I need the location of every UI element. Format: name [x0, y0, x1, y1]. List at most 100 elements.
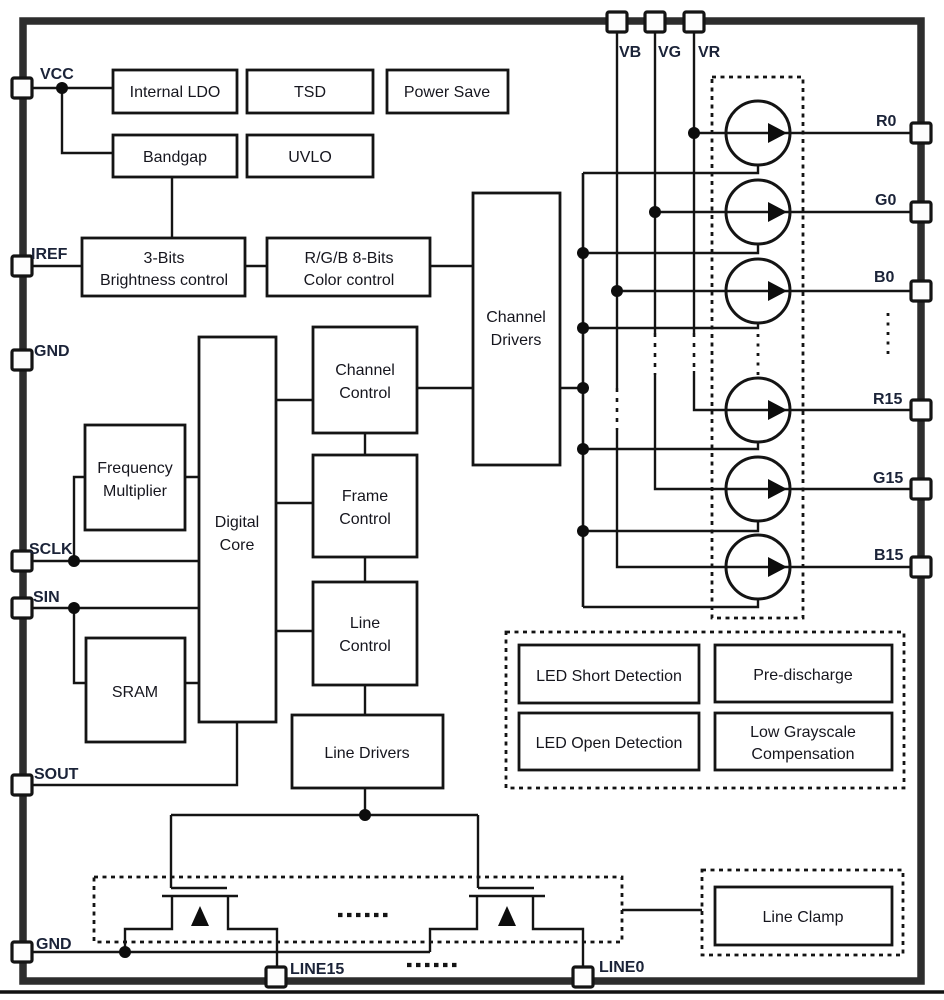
pin-sin	[10, 596, 34, 620]
block-channel-control-label-1: Channel	[335, 362, 395, 379]
block-brightness-control-label-1: 3-Bits	[144, 250, 185, 267]
current-source-g15-arrow	[768, 479, 787, 499]
current-source-r15-arrow	[768, 400, 787, 420]
current-source-r15-circle	[724, 376, 792, 444]
pin-r15	[909, 398, 933, 422]
pin-sin-label: SIN	[33, 589, 60, 606]
wire-vr-supply	[692, 32, 911, 412]
pin-vr	[682, 10, 706, 34]
pin-vg-label: VG	[658, 44, 681, 61]
junction-dot	[649, 206, 661, 218]
block-line-control-label-1: Line	[350, 615, 380, 632]
pin-b0-label: B0	[874, 269, 895, 286]
block-bandgap-label: Bandgap	[143, 149, 207, 166]
pin-g15-label: G15	[873, 470, 903, 487]
block-brightness-control-label-2: Brightness control	[100, 272, 228, 289]
mosfet-line15-body	[123, 815, 279, 967]
current-source-b15-circle	[724, 533, 792, 601]
pin-vcc	[10, 76, 34, 100]
pin-b15-label: B15	[874, 547, 903, 564]
block-led-short-detection-box	[517, 643, 701, 705]
wire-vb-supply	[615, 32, 911, 569]
junction-dot	[68, 555, 80, 567]
pin-gnd-bottom-label: GND	[36, 936, 72, 953]
block-led-open-detection-label: LED Open Detection	[536, 735, 683, 752]
block-digital-core-box	[197, 335, 278, 724]
mosfet-line0-body	[428, 815, 585, 967]
block-color-control-label-1: R/G/B 8-Bits	[305, 250, 394, 267]
current-sources	[724, 99, 792, 601]
junction-dot	[577, 247, 589, 259]
block-frame-control-box	[311, 453, 419, 559]
block-tsd-label: TSD	[294, 84, 326, 101]
junction-dot	[577, 525, 589, 537]
block-power-save-box	[385, 68, 510, 115]
current-source-g0	[724, 178, 792, 246]
wire-bus-feeds	[583, 165, 760, 609]
block-internal-ldo-label: Internal LDO	[130, 84, 221, 101]
pin-vcc-label: VCC	[40, 66, 74, 83]
block-channel-control-box	[311, 325, 419, 435]
current-source-r15	[724, 376, 792, 444]
pin-r0	[909, 121, 933, 145]
block-line-control-label-2: Control	[339, 638, 391, 655]
pin-g0-label: G0	[875, 192, 896, 209]
block-line-drivers-box	[290, 713, 445, 790]
block-pre-discharge-box	[713, 643, 894, 704]
pin-sclk-label: SCLK	[29, 541, 73, 558]
current-source-r0-arrow	[768, 123, 787, 143]
block-frame-control-label-1: Frame	[342, 488, 388, 505]
block-power-save-label: Power Save	[404, 84, 490, 101]
pin-labels: VCC IREF GND SCLK SIN SOUT GND VB VG VR …	[29, 44, 903, 978]
wire-vcc	[23, 86, 113, 155]
chip-outline	[19, 17, 925, 985]
junction-dot	[68, 602, 80, 614]
block-line-clamp-label: Line Clamp	[763, 909, 844, 926]
pin-gnd	[10, 348, 34, 372]
block-channel-control-label-2: Control	[339, 385, 391, 402]
current-source-g0-arrow	[768, 202, 787, 222]
block-frequency-multiplier-label-1: Frequency	[97, 460, 173, 477]
pin-vg	[643, 10, 667, 34]
block-bandgap-box	[111, 133, 239, 179]
block-low-grayscale-box	[713, 711, 894, 772]
block-sram-box	[84, 636, 187, 744]
junction-dot	[688, 127, 700, 139]
current-source-g15	[724, 455, 792, 523]
pin-line15-label: LINE15	[290, 961, 344, 978]
block-brightness-control-box	[80, 236, 247, 298]
junction-dot	[577, 322, 589, 334]
pin-iref-label: IREF	[31, 246, 68, 263]
current-source-g0-circle	[724, 178, 792, 246]
block-tsd-box	[245, 68, 375, 115]
block-uvlo-label: UVLO	[288, 149, 332, 166]
current-source-r0-circle	[724, 99, 792, 167]
mosfet-line15	[123, 815, 279, 967]
wire-sin-sram	[23, 606, 199, 685]
pin-line15	[264, 965, 288, 989]
pin-sclk	[10, 549, 34, 573]
pin-sout	[10, 773, 34, 797]
block-color-control-box	[265, 236, 432, 298]
features-dashed-box	[504, 630, 906, 790]
wire-vg-supply	[653, 32, 911, 491]
pin-b0	[909, 279, 933, 303]
block-channel-drivers-box	[471, 191, 562, 467]
junction-dot	[119, 946, 131, 958]
mosfet-line0-arrow	[498, 906, 516, 926]
current-source-b15	[724, 533, 792, 601]
mosfet-line15-arrow	[191, 906, 209, 926]
pin-line0-label: LINE0	[599, 959, 644, 976]
pin-vb	[605, 10, 629, 34]
pin-vb-label: VB	[619, 44, 641, 61]
block-line-control-box	[311, 580, 419, 687]
block-low-grayscale-label-2: Compensation	[751, 746, 854, 763]
pin-gnd-label: GND	[34, 343, 70, 360]
block-low-grayscale-label-1: Low Grayscale	[750, 724, 856, 741]
block-line-clamp-box	[713, 885, 894, 947]
wire-linedrivers-gates	[171, 788, 478, 817]
block-digital-core-label-1: Digital	[215, 514, 259, 531]
line-switch-dashed-box	[92, 875, 624, 944]
junction-dot	[56, 82, 68, 94]
